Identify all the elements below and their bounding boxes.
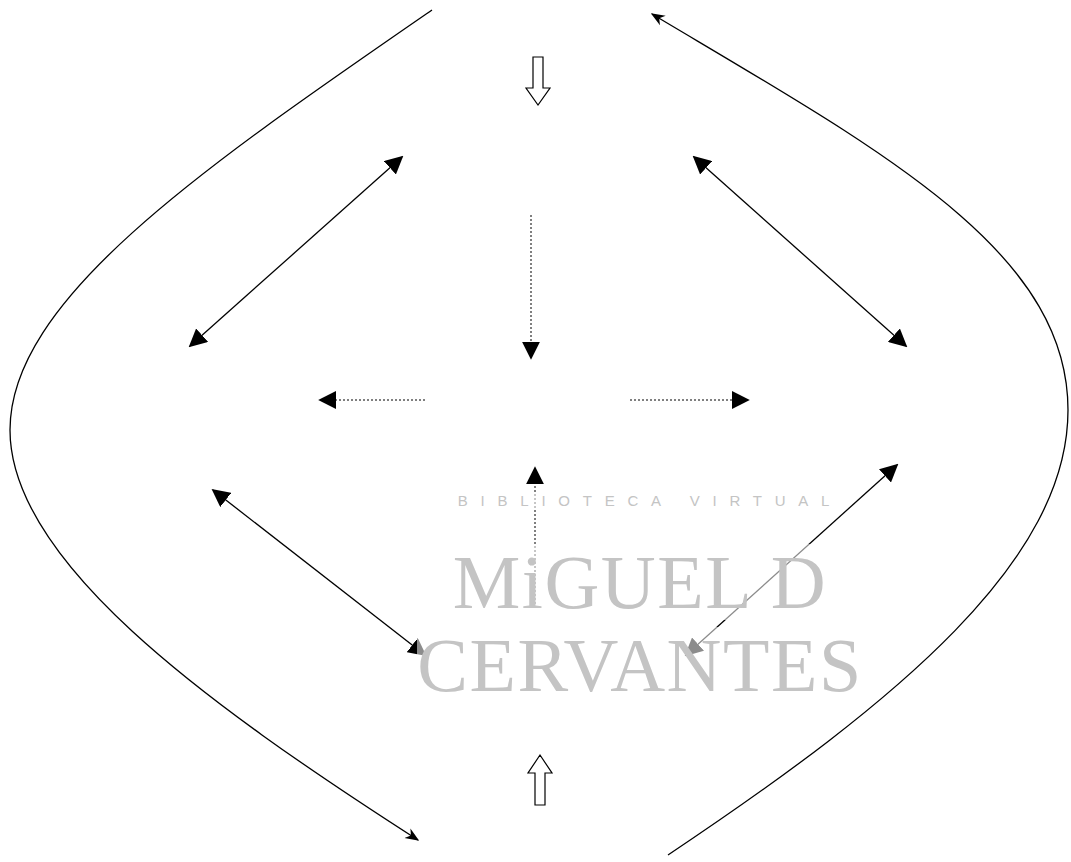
watermark-text: MiGUEL D <box>453 544 828 620</box>
watermark-text: BIBLIOTECA VIRTUAL <box>458 493 842 508</box>
right-curve-arrow <box>652 14 1068 855</box>
hollow-arrow-up <box>528 755 552 805</box>
left-curve-arrow <box>10 10 432 840</box>
dotted-arrow <box>320 400 425 401</box>
double-arrow <box>213 490 425 655</box>
hollow-arrow-down <box>526 57 550 105</box>
dotted-arrow <box>630 400 748 401</box>
double-arrow <box>190 157 402 346</box>
watermark-text: CERVANTES <box>417 627 862 703</box>
dotted-arrow <box>531 215 532 358</box>
double-arrow <box>694 157 906 346</box>
